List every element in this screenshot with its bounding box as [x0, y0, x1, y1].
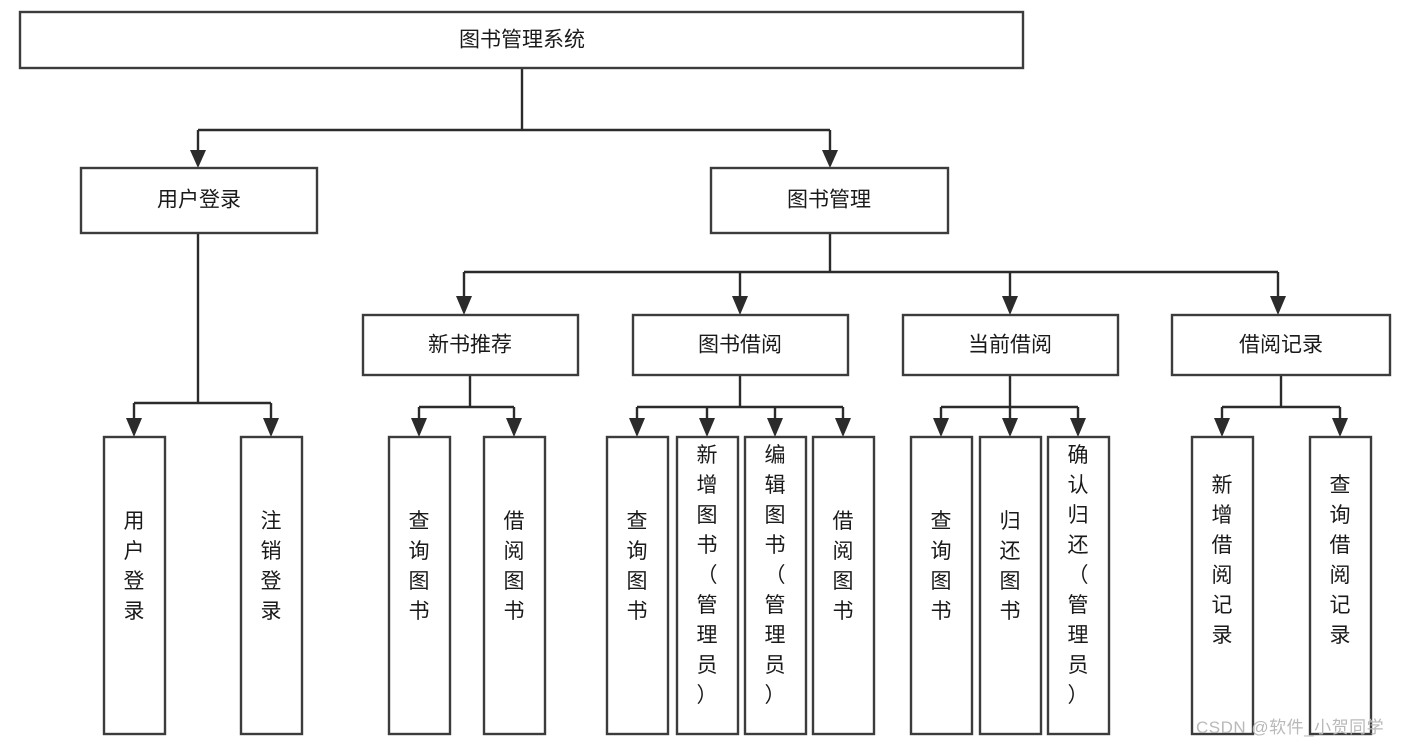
arrow-head-leaf-query-record — [1332, 418, 1348, 437]
leaf-node-query-book-3[interactable]: 查询图书 — [909, 435, 974, 736]
connector-group-current-borrow — [933, 375, 1086, 437]
leaf-node-edit-book-label: 编辑图书（管理员） — [765, 444, 786, 707]
leaf-node-user-logout-box[interactable] — [239, 435, 304, 736]
arrow-head-leaf-confirm-return — [1070, 418, 1086, 437]
node-book-borrow-label: 图书借阅 — [698, 334, 782, 357]
node-user-login[interactable]: 用户登录 — [79, 166, 319, 235]
node-new-book-recommend[interactable]: 新书推荐 — [361, 313, 580, 377]
leaf-node-return-book-label: 归还图书 — [1000, 510, 1021, 623]
leaf-node-edit-book-box[interactable] — [743, 435, 808, 736]
arrow-head-borrow-record — [1270, 296, 1286, 315]
arrow-head-leaf-user-login — [126, 418, 142, 437]
leaf-node-borrow-book-2[interactable]: 借阅图书 — [811, 435, 876, 736]
leaf-node-borrow-book-1[interactable]: 借阅图书 — [482, 435, 547, 736]
leaf-node-query-book-3-label: 查询图书 — [931, 510, 952, 623]
connector-group-root — [190, 68, 838, 168]
node-book-management-label: 图书管理 — [787, 189, 871, 212]
leaf-node-edit-book[interactable]: 编辑图书（管理员） — [743, 435, 808, 736]
leaf-node-query-record-label: 查询借阅记录 — [1330, 474, 1351, 647]
arrow-head-leaf-edit-book — [767, 418, 783, 437]
leaf-node-user-login[interactable]: 用户登录 — [102, 435, 167, 736]
arrow-head-user-login — [190, 150, 206, 168]
arrow-head-leaf-query-book-3 — [933, 418, 949, 437]
leaf-node-add-record-box[interactable] — [1190, 435, 1255, 736]
leaf-node-return-book[interactable]: 归还图书 — [978, 435, 1043, 736]
leaf-node-query-book-1-box[interactable] — [387, 435, 452, 736]
node-borrow-record-label: 借阅记录 — [1239, 334, 1323, 357]
arrow-head-new-book-recommend — [456, 296, 472, 315]
leaf-node-query-record-box[interactable] — [1308, 435, 1373, 736]
node-current-borrow-box[interactable] — [901, 313, 1120, 377]
node-root[interactable]: 图书管理系统 — [18, 10, 1025, 70]
node-borrow-record-box[interactable] — [1170, 313, 1392, 377]
leaf-node-borrow-book-1-label: 借阅图书 — [504, 510, 525, 623]
node-current-borrow-label: 当前借阅 — [968, 334, 1052, 357]
arrow-head-leaf-query-book-1 — [411, 418, 427, 437]
leaf-node-add-book-label: 新增图书（管理员） — [697, 444, 718, 707]
node-new-book-recommend-box[interactable] — [361, 313, 580, 377]
leaf-node-return-book-box[interactable] — [978, 435, 1043, 736]
arrow-head-leaf-query-book-2 — [629, 418, 645, 437]
node-user-login-label: 用户登录 — [157, 189, 241, 212]
leaf-node-query-book-2-box[interactable] — [605, 435, 670, 736]
arrow-head-leaf-add-book — [699, 418, 715, 437]
leaf-node-query-book-1-label: 查询图书 — [409, 510, 430, 623]
node-book-borrow[interactable]: 图书借阅 — [631, 313, 850, 377]
arrow-head-book-management — [822, 150, 838, 168]
leaf-node-borrow-book-1-box[interactable] — [482, 435, 547, 736]
connector-group-book-borrow — [629, 375, 851, 437]
node-new-book-recommend-label: 新书推荐 — [428, 334, 512, 357]
leaf-node-borrow-book-2-label: 借阅图书 — [833, 510, 854, 623]
connector-group-borrow-record — [1214, 375, 1348, 437]
leaf-node-add-book-box[interactable] — [675, 435, 740, 736]
leaf-node-user-logout[interactable]: 注销登录 — [239, 435, 304, 736]
arrow-head-leaf-return-book — [1002, 418, 1018, 437]
node-book-borrow-box[interactable] — [631, 313, 850, 377]
leaf-node-user-login-box[interactable] — [102, 435, 167, 736]
arrow-head-leaf-add-record — [1214, 418, 1230, 437]
arrow-head-leaf-borrow-book-1 — [506, 418, 522, 437]
leaf-node-add-book[interactable]: 新增图书（管理员） — [675, 435, 740, 736]
node-root-box[interactable] — [18, 10, 1025, 70]
connector-group-user-login — [126, 233, 279, 437]
arrow-head-current-borrow — [1002, 296, 1018, 315]
arrow-head-leaf-user-logout — [263, 418, 279, 437]
leaf-node-user-logout-label: 注销登录 — [261, 510, 282, 623]
connector-group-new-book-recommend — [411, 375, 522, 437]
connector-group-book-management — [456, 233, 1286, 315]
leaf-node-add-record[interactable]: 新增借阅记录 — [1190, 435, 1255, 736]
leaf-node-query-book-3-box[interactable] — [909, 435, 974, 736]
leaf-node-query-book-2[interactable]: 查询图书 — [605, 435, 670, 736]
leaf-node-user-login-label: 用户登录 — [124, 510, 145, 623]
node-root-label: 图书管理系统 — [459, 29, 585, 52]
leaf-node-confirm-return[interactable]: 确认归还（管理员） — [1046, 435, 1111, 736]
leaf-node-query-record[interactable]: 查询借阅记录 — [1308, 435, 1373, 736]
node-book-management[interactable]: 图书管理 — [709, 166, 950, 235]
leaf-node-confirm-return-box[interactable] — [1046, 435, 1111, 736]
node-borrow-record[interactable]: 借阅记录 — [1170, 313, 1392, 377]
leaf-node-borrow-book-2-box[interactable] — [811, 435, 876, 736]
arrow-head-book-borrow — [732, 296, 748, 315]
csdn-watermark: CSDN @软件_小贺同学 — [1196, 718, 1384, 737]
node-current-borrow[interactable]: 当前借阅 — [901, 313, 1120, 377]
leaf-node-confirm-return-label: 确认归还（管理员） — [1068, 444, 1089, 707]
node-user-login-box[interactable] — [79, 166, 319, 235]
leaf-node-query-book-1[interactable]: 查询图书 — [387, 435, 452, 736]
arrow-head-leaf-borrow-book-2 — [835, 418, 851, 437]
leaf-node-add-record-label: 新增借阅记录 — [1212, 474, 1233, 647]
leaf-node-query-book-2-label: 查询图书 — [627, 510, 648, 623]
node-book-management-box[interactable] — [709, 166, 950, 235]
